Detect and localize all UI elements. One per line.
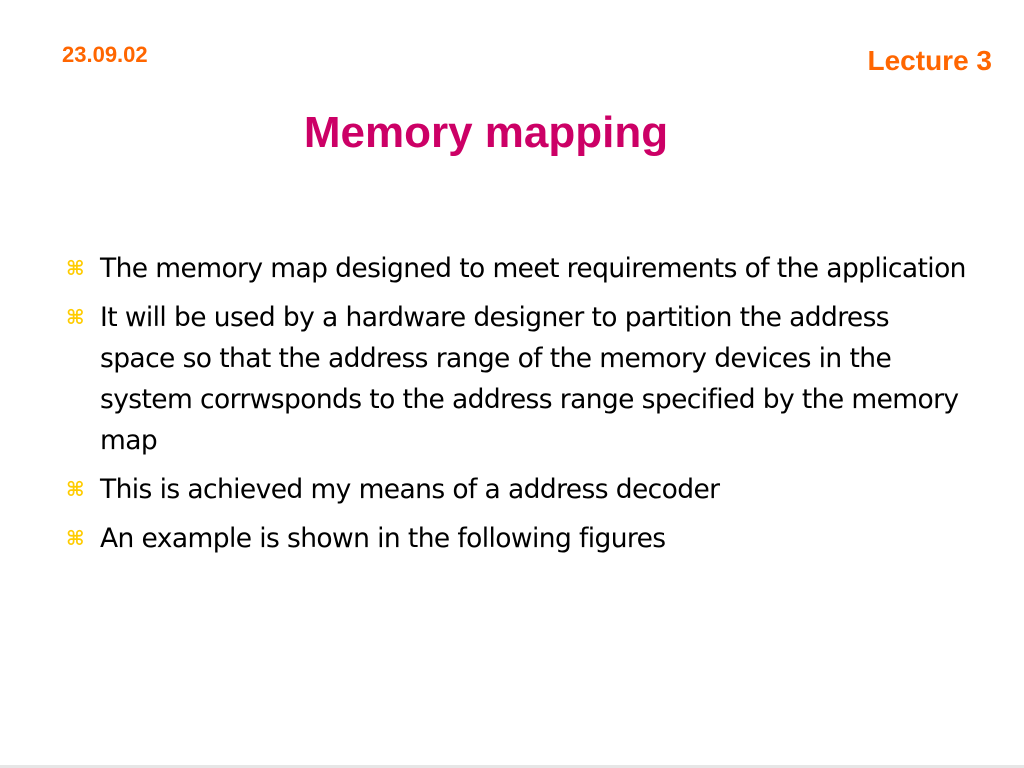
command-bullet-icon: ⌘ bbox=[66, 305, 85, 329]
slide-title: Memory mapping bbox=[303, 108, 669, 157]
bullet-item: ⌘ An example is shown in the following f… bbox=[66, 518, 966, 559]
bullet-item: ⌘ It will be used by a hardware designer… bbox=[66, 297, 966, 461]
slide-date: 23.09.02 bbox=[62, 42, 148, 67]
command-bullet-icon: ⌘ bbox=[66, 256, 85, 280]
bullet-item: ⌘ This is achieved my means of a address… bbox=[66, 469, 966, 510]
bullet-text: The memory map designed to meet requirem… bbox=[100, 253, 966, 284]
command-bullet-icon: ⌘ bbox=[66, 526, 85, 550]
bullet-text: This is achieved my means of a address d… bbox=[100, 474, 720, 505]
lecture-label: Lecture 3 bbox=[867, 45, 993, 76]
bullet-item: ⌘ The memory map designed to meet requir… bbox=[66, 248, 966, 289]
bullet-text: An example is shown in the following fig… bbox=[100, 523, 666, 554]
bullet-list: ⌘ The memory map designed to meet requir… bbox=[66, 248, 966, 567]
bottom-divider bbox=[0, 765, 1024, 768]
command-bullet-icon: ⌘ bbox=[66, 477, 85, 501]
bullet-text: It will be used by a hardware designer t… bbox=[100, 302, 959, 456]
